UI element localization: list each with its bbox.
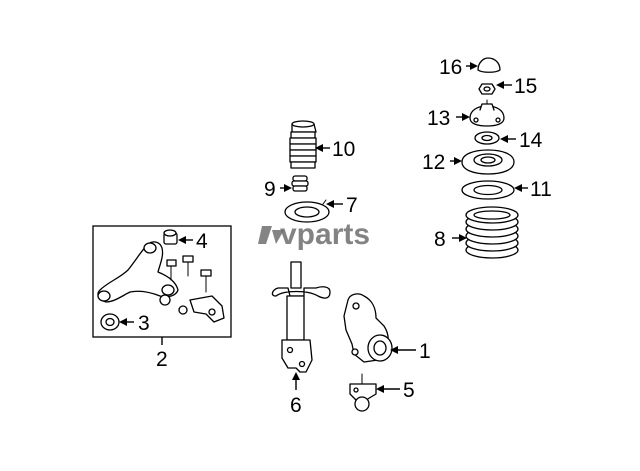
knuckle-hole-lower [351, 348, 359, 356]
strut-bracket-hole-upper [286, 346, 294, 354]
callout-12-arrow [454, 157, 462, 165]
callout-3-label: 3 [138, 312, 150, 335]
callout-3-arrow [119, 318, 127, 326]
callout-15-arrow [496, 81, 504, 89]
strut-mount [469, 99, 505, 127]
strut-piston-rod [290, 261, 302, 289]
knuckle-hole-upper [352, 302, 360, 310]
upper-spring-seat [461, 149, 515, 175]
control-arm-bolt-1 [182, 255, 194, 277]
callout-8-arrow [459, 234, 467, 242]
ball-joint [349, 373, 377, 412]
control-arm-rear-bushing [161, 284, 175, 296]
rear-bracket-hole [208, 308, 216, 316]
callout-13-arrow [462, 113, 470, 121]
bump-stop-boot [289, 120, 317, 169]
callout-1-label: 1 [419, 340, 431, 363]
knuckle-hub-inner [373, 340, 387, 356]
callout-9-arrow [284, 184, 292, 192]
callout-12-label: 12 [422, 151, 445, 174]
callout-11-label: 11 [530, 178, 552, 201]
callout-6-label: 6 [290, 394, 302, 417]
strut-assembly [271, 261, 331, 373]
callout-10-arrow [315, 144, 323, 152]
callout-7-label: 7 [346, 194, 358, 217]
steering-knuckle [343, 293, 393, 363]
callout-15-label: 15 [514, 75, 537, 98]
strut-cap [477, 57, 501, 73]
bump-stop [291, 175, 309, 192]
control-arm-bolt-3 [166, 259, 177, 281]
strut-bracket-hole-lower [298, 360, 306, 368]
callout-6-arrow [292, 372, 300, 380]
callout-7-arrow [326, 200, 334, 208]
callout-10-label: 10 [332, 138, 355, 161]
control-arm-group [92, 225, 232, 345]
strut-body [286, 295, 305, 341]
spring-insulator-lower [284, 199, 330, 223]
control-arm-bolt-2 [200, 269, 212, 293]
bracket-nut [178, 305, 188, 315]
callout-11-arrow [514, 184, 522, 192]
strut-bearing [474, 131, 500, 145]
small-bushing [159, 294, 171, 306]
callout-9-label: 9 [264, 178, 276, 201]
callout-13-label: 13 [427, 107, 450, 130]
callout-5-label: 5 [403, 379, 415, 402]
callout-8-label: 8 [434, 228, 446, 251]
strut-spring-seat [271, 286, 331, 299]
strut-nut [478, 83, 496, 95]
watermark-text: vparts [280, 218, 370, 251]
vparts-watermark: vparts [258, 218, 370, 251]
callout-14-label: 14 [519, 129, 543, 152]
strut-knuckle-bracket [281, 339, 313, 373]
part-4-bushing [163, 229, 178, 245]
upper-spring-insulator [461, 180, 515, 200]
callout-1-arrow [390, 346, 398, 354]
part-3-bushing [100, 313, 120, 331]
callout-14-arrow [500, 135, 508, 143]
control-arm-ball-joint-eye [143, 242, 157, 254]
control-arm-front-bushing [97, 290, 111, 302]
callout-2-label: 2 [156, 348, 168, 371]
callout-16-label: 16 [439, 56, 462, 79]
vparts-logo-icon [258, 226, 284, 244]
control-arm-rear-bracket [189, 295, 225, 323]
callout-4-arrow [178, 236, 186, 244]
callout-5-arrow [376, 385, 384, 393]
callout-4-label: 4 [196, 230, 208, 253]
callout-16-arrow [470, 62, 478, 70]
coil-spring [465, 206, 519, 259]
